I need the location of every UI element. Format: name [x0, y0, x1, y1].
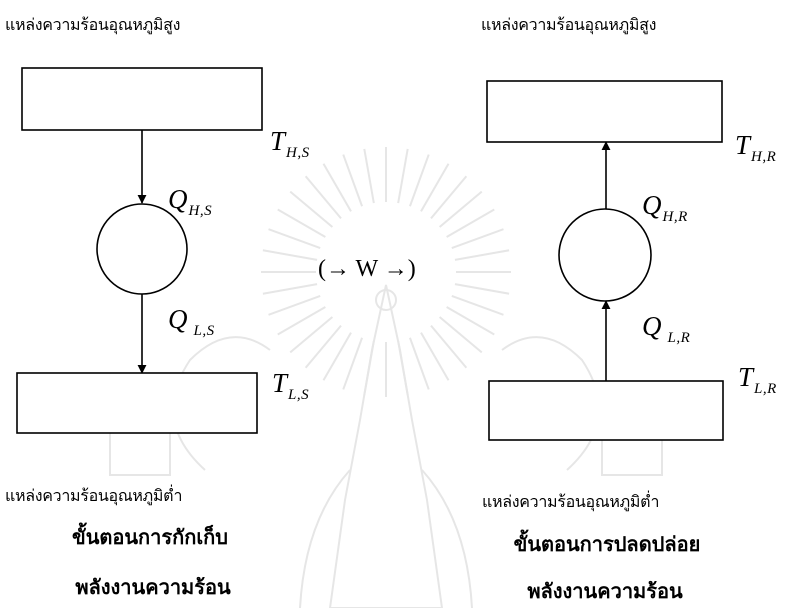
watermark-ray — [420, 332, 450, 381]
watermark-ray — [446, 208, 495, 238]
watermark-ray — [451, 228, 504, 249]
left-cold-reservoir-box — [16, 372, 258, 434]
right-t-high-label: TH,R — [735, 132, 776, 165]
watermark-ray — [342, 337, 363, 390]
watermark-ray — [409, 337, 430, 390]
right-caption-line1: ขั้นตอนการปลดปล่อย — [513, 532, 701, 556]
right-t-high-subscript: H,R — [751, 149, 777, 165]
watermark-ray — [451, 295, 504, 316]
left-q-high-label: QH,S — [168, 186, 212, 219]
right-hot-source-label: แหล่งความร้อนอุณหภูมิสูง — [481, 15, 657, 34]
left-hot-source-label: แหล่งความร้อนอุณหภูมิสูง — [5, 15, 181, 34]
watermark-ray — [438, 316, 483, 354]
left-q-low-symbol: Q — [168, 304, 188, 334]
left-t-high-subscript: H,S — [286, 145, 310, 161]
left-caption-line2: พลังงานความร้อน — [75, 575, 231, 599]
watermark-ray — [262, 283, 318, 295]
watermark-ray — [420, 163, 450, 212]
right-hot-reservoir-box — [486, 80, 723, 143]
right-t-low-symbol: T — [738, 362, 754, 392]
watermark-ray — [277, 306, 326, 336]
right-q-low-label: Q L,R — [642, 313, 690, 346]
watermark-seal — [109, 147, 663, 608]
right-caption-line2: พลังงานความร้อน — [527, 579, 683, 603]
left-q-high-symbol: Q — [168, 184, 188, 214]
left-cold-source-label: แหล่งความร้อนอุณหภูมิต่ำ — [5, 486, 183, 505]
left-t-high-label: TH,S — [270, 128, 310, 161]
watermark-ray — [289, 190, 334, 228]
right-cold-source-label: แหล่งความร้อนอุณหภูมิต่ำ — [482, 492, 660, 511]
watermark-ray — [454, 283, 510, 295]
right-pump-circle — [558, 208, 652, 302]
watermark-ray — [430, 324, 468, 369]
left-q-high-subscript: H,S — [188, 203, 213, 219]
right-q-high-label: QH,R — [642, 192, 688, 225]
watermark-ray — [289, 316, 334, 354]
watermark-ray — [277, 208, 326, 238]
left-t-low-subscript: L,S — [288, 387, 310, 403]
right-t-low-label: TL,R — [738, 364, 777, 397]
watermark-ray — [262, 249, 318, 261]
watermark-ray — [304, 324, 342, 369]
watermark-ray — [430, 175, 468, 220]
right-t-low-subscript: L,R — [754, 381, 777, 397]
left-t-high-symbol: T — [270, 126, 286, 156]
watermark-ray — [268, 228, 321, 249]
watermark-ray — [322, 163, 352, 212]
left-q-low-subscript: L,S — [193, 323, 215, 339]
watermark-ray — [438, 190, 483, 228]
watermark-ray — [363, 148, 375, 204]
left-t-low-label: TL,S — [272, 370, 309, 403]
right-cold-reservoir-box — [488, 380, 724, 441]
right-q-high-symbol: Q — [642, 190, 662, 220]
watermark-ray — [446, 306, 495, 336]
right-t-high-symbol: T — [735, 130, 751, 160]
left-caption-line1: ขั้นตอนการกักเก็บ — [72, 525, 228, 549]
watermark-ray — [454, 249, 510, 261]
watermark-ray — [304, 175, 342, 220]
left-q-low-label: Q L,S — [168, 306, 215, 339]
watermark-ray — [409, 154, 430, 207]
left-hot-reservoir-box — [21, 67, 263, 131]
watermark-ray — [397, 148, 409, 204]
watermark-ray — [268, 295, 321, 316]
watermark-ray — [322, 332, 352, 381]
right-q-high-subscript: H,R — [662, 209, 688, 225]
work-label: (→ W →) — [318, 256, 416, 282]
watermark-ray — [342, 154, 363, 207]
right-q-low-subscript: L,R — [667, 330, 691, 346]
left-t-low-symbol: T — [272, 368, 288, 398]
right-q-low-symbol: Q — [642, 311, 662, 341]
